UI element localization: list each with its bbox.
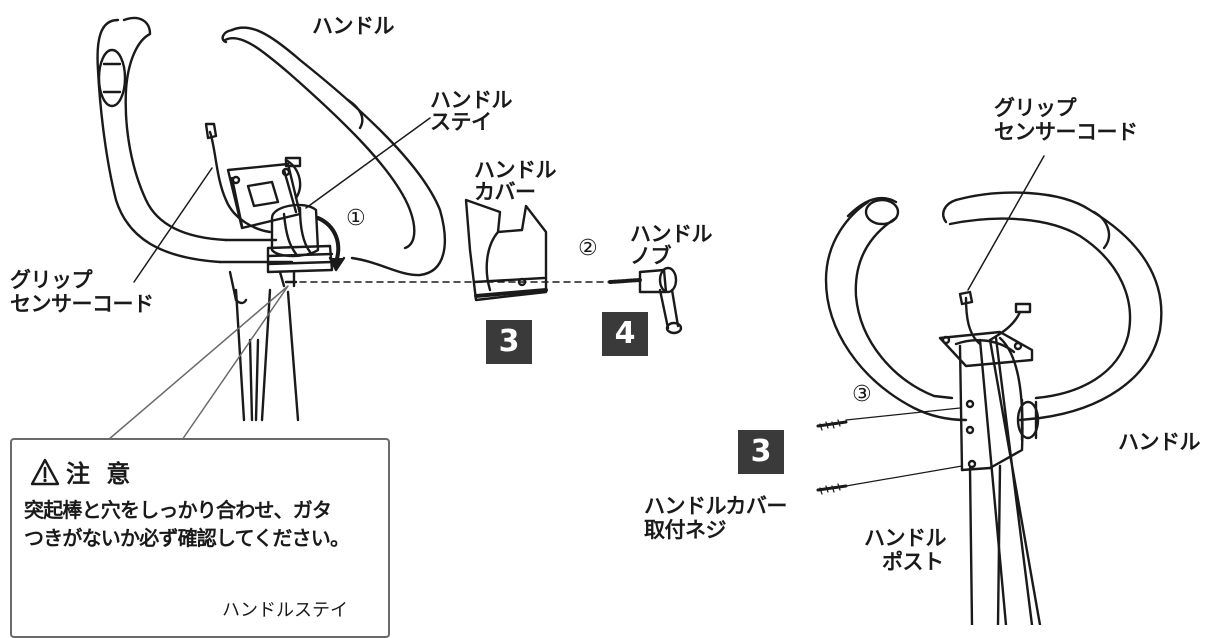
caution-title: 注 意	[66, 460, 135, 488]
label-handle-knob-line2: ノブ	[630, 244, 672, 268]
rotation-arrow	[316, 216, 341, 264]
caution-callout: 注 意 突起棒と穴をしっかり合わせ、ガタ つきがないか必ず確認してください。	[10, 438, 390, 638]
handle-cover-part	[464, 198, 548, 302]
label-handle-top: ハンドル	[312, 14, 395, 38]
left-grip-cable	[208, 130, 272, 234]
cover-screws	[816, 407, 963, 495]
badge-cover-left: 3	[486, 320, 532, 364]
label-handle-stay-line2: ステイ	[430, 110, 492, 134]
handle-knob-part	[608, 266, 683, 335]
caution-text: 突起棒と穴をしっかり合わせ、ガタ つきがないか必ず確認してください。	[24, 496, 350, 552]
caution-line-2: つきがないか必ず確認してください。	[24, 526, 350, 550]
assembly-illustration	[94, 16, 1163, 625]
left-handle-post	[228, 270, 300, 422]
label-grip-sensor-right-line2: センサーコード	[994, 120, 1138, 144]
label-handle-right: ハンドル	[1118, 430, 1201, 454]
label-cover-screw-line1: ハンドルカバー	[644, 494, 787, 518]
label-detail-handle-stay: ハンドルステイ	[222, 600, 348, 621]
caution-line-1: 突起棒と穴をしっかり合わせ、ガタ	[24, 498, 332, 522]
label-handle-cover-line1: ハンドル	[474, 158, 557, 182]
step-2-marker: ②	[578, 236, 598, 261]
label-grip-sensor-left-line1: グリップ	[10, 268, 93, 292]
warning-triangle-icon	[30, 458, 60, 485]
label-grip-sensor-right-line1: グリップ	[994, 96, 1077, 120]
label-handle-cover-line2: カバー	[474, 180, 536, 204]
step-1-marker: ①	[346, 206, 366, 231]
label-handle-knob-line1: ハンドル	[630, 222, 713, 246]
caution-heading: 注 意	[30, 454, 134, 489]
label-handle-post-line1: ハンドル	[864, 526, 947, 550]
badge-cover-right: 3	[738, 430, 784, 474]
step-3-marker: ③	[852, 382, 872, 407]
right-handle-post	[938, 330, 1042, 625]
left-handle-stay	[266, 203, 334, 288]
badge-knob: 4	[602, 312, 648, 356]
label-grip-sensor-left-line2: センサーコード	[10, 292, 154, 316]
label-cover-screw-line2: 取付ネジ	[644, 518, 727, 542]
right-handlebar	[824, 191, 1163, 442]
left-handlebar	[96, 16, 447, 277]
label-handle-post-line2: ポスト	[882, 550, 944, 574]
label-handle-stay-line1: ハンドル	[430, 88, 513, 112]
